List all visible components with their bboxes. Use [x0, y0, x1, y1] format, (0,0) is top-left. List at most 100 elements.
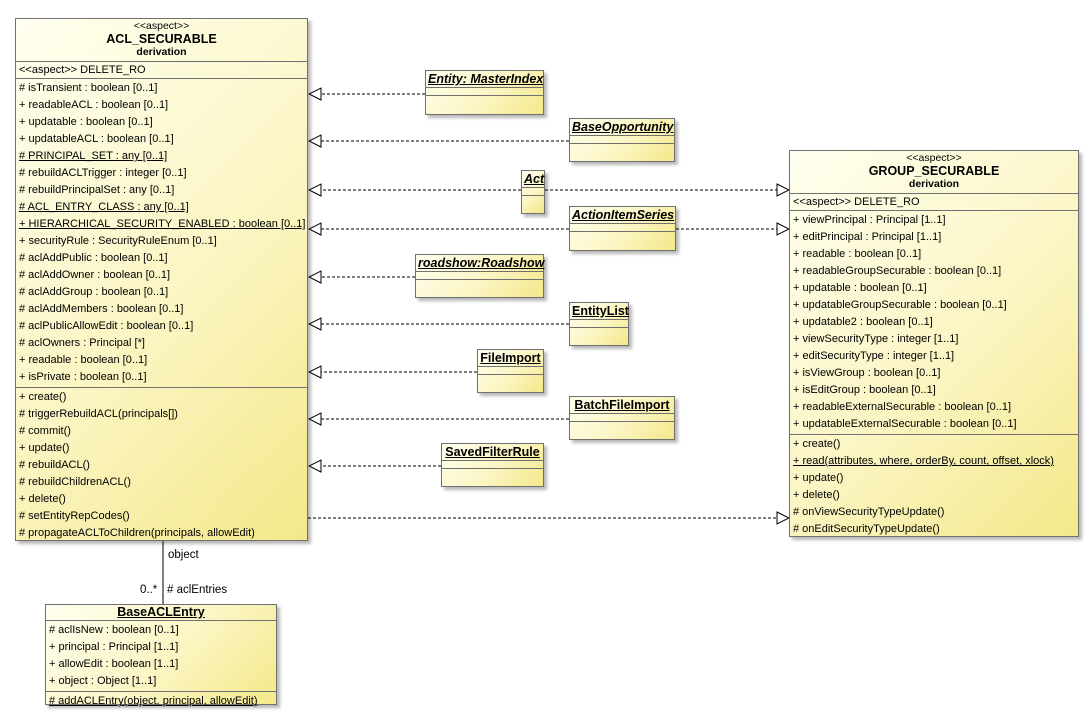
attribute-row: + isViewGroup : boolean [0..1]: [793, 367, 941, 379]
attribute-row: + readable : boolean [0..1]: [793, 248, 922, 260]
class-savedfilterrule[interactable]: SavedFilterRule: [441, 443, 544, 487]
association-role-object: object: [168, 549, 199, 561]
class-name: EntityList: [570, 304, 629, 320]
operation-row: # onEditSecurityTypeUpdate(): [793, 523, 940, 535]
class-actionitemseries[interactable]: ActionItemSeries: [569, 206, 676, 251]
class-name: BaseACLEntry: [117, 605, 205, 619]
attribute-row: # PRINCIPAL_SET : any [0..1]: [19, 150, 168, 162]
class-fileimport[interactable]: FileImport: [477, 349, 544, 393]
attribute-row: # aclOwners : Principal [*]: [19, 337, 145, 349]
stereotype-label: <<aspect>>: [906, 152, 962, 164]
operation-row: + read(attributes, where, orderBy, count…: [793, 455, 1054, 467]
empty-compartment: [570, 224, 675, 232]
attribute-row: + isEditGroup : boolean [0..1]: [793, 384, 936, 396]
empty-compartment: [522, 188, 544, 196]
class-name: Act: [522, 172, 545, 188]
attribute-row: # aclIsNew : boolean [0..1]: [49, 624, 179, 636]
class-subtitle: derivation: [136, 46, 187, 58]
attribute-row: + viewSecurityType : integer [1..1]: [793, 333, 959, 345]
association-role-entries: # aclEntries: [167, 584, 228, 596]
stereotype-label: <<aspect>>: [133, 20, 190, 32]
operation-row: + delete(): [19, 493, 66, 505]
empty-compartment: [570, 232, 675, 239]
attribute-row: + object : Object [1..1]: [49, 675, 157, 687]
class-name: Entity: MasterIndex: [426, 72, 544, 88]
operation-row: # rebuildChildrenACL(): [19, 476, 131, 488]
class-name: GROUP_SECURABLE: [868, 164, 1000, 178]
attribute-row: + updatableACL : boolean [0..1]: [19, 133, 174, 145]
class-base-acl-entry[interactable]: BaseACLEntry # aclIsNew : boolean [0..1]…: [45, 604, 277, 707]
class-name: roadshow:Roadshow: [416, 256, 545, 272]
empty-compartment: [416, 272, 543, 280]
empty-compartment: [522, 196, 544, 203]
empty-compartment: [416, 280, 543, 287]
operation-row: + create(): [19, 391, 67, 403]
attribute-row: + HIERARCHICAL_SECURITY_ENABLED : boolea…: [19, 218, 306, 230]
attribute-row: # aclAddOwner : boolean [0..1]: [19, 269, 171, 281]
operations-compartment: + create() + read(attributes, where, orde…: [790, 435, 1078, 539]
empty-compartment: [570, 136, 674, 144]
class-header: <<aspect>> ACL_SECURABLE derivation: [16, 19, 307, 62]
attribute-row: + editSecurityType : integer [1..1]: [793, 350, 955, 362]
class-name: BatchFileImport: [570, 397, 674, 414]
attribute-row: + allowEdit : boolean [1..1]: [49, 658, 179, 670]
attribute-row: # aclAddMembers : boolean [0..1]: [19, 303, 184, 315]
class-subtitle: derivation: [908, 178, 960, 190]
empty-compartment: [478, 367, 543, 375]
class-acl-securable[interactable]: <<aspect>> ACL_SECURABLE derivation <<as…: [15, 18, 308, 541]
class-batchfileimport[interactable]: BatchFileImport: [569, 396, 675, 440]
attribute-row: + updatable : boolean [0..1]: [19, 116, 153, 128]
attribute-row: # rebuildACLTrigger : integer [0..1]: [19, 167, 187, 179]
operation-row: # propagateACLToChildren(principals, all…: [19, 527, 255, 539]
operation-row: + delete(): [793, 489, 840, 501]
class-header: <<aspect>> GROUP_SECURABLE derivation: [790, 151, 1078, 194]
class-roadshow[interactable]: roadshow:Roadshow: [415, 254, 544, 298]
class-name: ACL_SECURABLE: [106, 32, 217, 46]
class-group-securable[interactable]: <<aspect>> GROUP_SECURABLE derivation <<…: [789, 150, 1079, 537]
operation-row: # addACLEntry(object, principal, allowEd…: [49, 695, 258, 707]
restriction-label: <<aspect>> DELETE_RO: [790, 194, 1078, 211]
attribute-row: + isPrivate : boolean [0..1]: [19, 371, 147, 383]
association-multiplicity: 0..*: [140, 584, 158, 596]
class-baseopportunity[interactable]: BaseOpportunity: [569, 118, 675, 162]
attribute-row: + readable : boolean [0..1]: [19, 354, 148, 366]
attribute-row: + readableExternalSecurable : boolean [0…: [793, 401, 1012, 413]
empty-compartment: [570, 414, 674, 422]
attribute-row: + updatableExternalSecurable : boolean […: [793, 418, 1017, 430]
operation-row: + update(): [793, 472, 844, 484]
attributes-compartment: + viewPrincipal : Principal [1..1]+ edit…: [790, 211, 1078, 435]
attribute-row: + updatableGroupSecurable : boolean [0..…: [793, 299, 1007, 311]
class-name: SavedFilterRule: [442, 444, 543, 461]
attribute-row: + updatable2 : boolean [0..1]: [793, 316, 933, 328]
attribute-row: + principal : Principal [1..1]: [49, 641, 179, 653]
class-entitylist[interactable]: EntityList: [569, 302, 629, 346]
restriction-label: <<aspect>> DELETE_RO: [16, 62, 307, 79]
attribute-row: + securityRule : SecurityRuleEnum [0..1]: [19, 235, 217, 247]
empty-compartment: [426, 96, 543, 103]
empty-compartment: [478, 375, 543, 382]
attribute-row: # rebuildPrincipalSet : any [0..1]: [19, 184, 175, 196]
operations-compartment: # addACLEntry(object, principal, allowEd…: [46, 692, 276, 711]
operation-row: # triggerRebuildACL(principals[]): [19, 408, 178, 420]
empty-compartment: [570, 144, 674, 151]
operation-row: # setEntityRepCodes(): [19, 510, 130, 522]
attribute-row: + readableACL : boolean [0..1]: [19, 99, 169, 111]
empty-compartment: [442, 469, 543, 476]
empty-compartment: [570, 320, 628, 328]
attribute-row: # ACL_ENTRY_CLASS : any [0..1]: [19, 201, 189, 213]
attribute-row: + updatable : boolean [0..1]: [793, 282, 927, 294]
class-name: FileImport: [478, 350, 543, 367]
empty-compartment: [570, 328, 628, 335]
class-entity-masterindex[interactable]: Entity: MasterIndex: [425, 70, 544, 115]
operation-row: + create(): [793, 438, 841, 450]
attribute-row: + editPrincipal : Principal [1..1]: [793, 231, 942, 243]
operation-row: # commit(): [19, 425, 71, 437]
operation-row: # onViewSecurityTypeUpdate(): [793, 506, 945, 518]
attributes-compartment: # isTransient : boolean [0..1]+ readable…: [16, 79, 307, 388]
attributes-compartment: # aclIsNew : boolean [0..1] + principal :…: [46, 621, 276, 692]
class-act[interactable]: Act: [521, 170, 545, 214]
empty-compartment: [570, 422, 674, 429]
attribute-row: # aclAddPublic : boolean [0..1]: [19, 252, 168, 264]
